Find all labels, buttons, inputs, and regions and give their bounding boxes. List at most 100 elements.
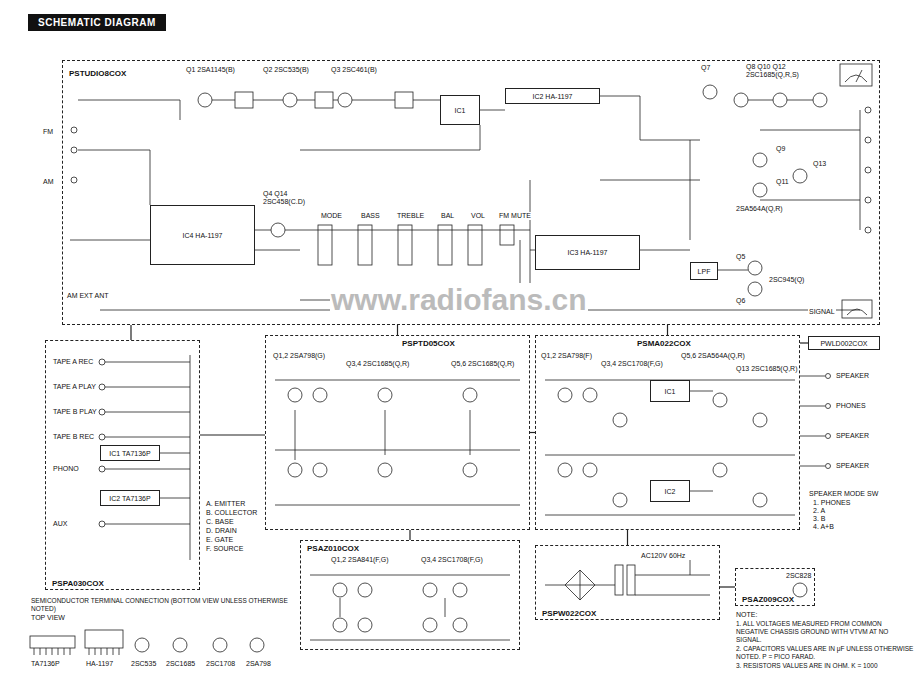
- part-label: Q13: [812, 160, 827, 168]
- speaker-terminal: [826, 464, 831, 469]
- antenna-terminal: [71, 177, 77, 183]
- transistor-symbol: [378, 388, 392, 402]
- signal-meter: [842, 300, 872, 318]
- power-wiring: [545, 560, 710, 600]
- diagram-title: SCHEMATIC DIAGRAM: [28, 14, 166, 31]
- terminal-label: SPEAKER: [835, 372, 870, 380]
- transistor-symbol: [358, 583, 372, 597]
- part-label: 2SA564A(Q,R): [735, 205, 784, 213]
- transformer: [615, 565, 623, 595]
- transistor-symbol: [773, 93, 787, 107]
- control-label: TREBLE: [396, 212, 425, 220]
- transistor-symbol: [558, 388, 572, 402]
- transformer: [627, 565, 635, 595]
- transistor-outline: [135, 638, 149, 652]
- control-label: FM MUTE: [498, 212, 532, 220]
- ic-name: IC2 TA7136P: [108, 494, 151, 503]
- antenna-terminal: [71, 127, 77, 133]
- switch-label: SPEAKER MODE SW: [808, 490, 879, 498]
- part-label: Q1,2 2SA798(G): [272, 352, 326, 360]
- ic-block: IC2: [650, 480, 690, 502]
- transistor-symbol: [703, 85, 717, 99]
- pin-label: AM: [42, 178, 55, 186]
- switch-symbol: [358, 225, 372, 265]
- note-text: 3. RESISTORS VALUES ARE IN OHM. K = 1000: [735, 662, 915, 670]
- part-label: 2SC1685(Q,R,S): [745, 71, 800, 79]
- tone-wiring: [275, 380, 520, 505]
- board-name: PSPW022COX: [541, 609, 597, 618]
- board-name: PSMA022COX: [636, 339, 692, 348]
- board-connector: [800, 342, 808, 343]
- ic-name: IC3 HA-1197: [567, 248, 609, 257]
- if-can: [395, 92, 413, 108]
- part-label: Q8 Q10 Q12: [745, 63, 787, 71]
- transistor-symbol: [753, 493, 767, 507]
- part-label: Q13 2SC1685(Q,R): [735, 365, 798, 373]
- switch-symbol: [318, 225, 332, 265]
- ic-outline: [30, 636, 75, 648]
- input-jack: [99, 384, 105, 390]
- ic-name: IC4 HA-1197: [182, 231, 224, 240]
- ic-name: LPF: [697, 267, 712, 276]
- terminal-label: SPEAKER: [835, 432, 870, 440]
- transistor-symbol: [813, 93, 827, 107]
- board-name: PSPTD05COX: [401, 339, 456, 348]
- device-label: 2SC1685: [165, 660, 196, 668]
- pin-label: AM EXT ANT: [66, 292, 110, 300]
- device-label: 2SC1708: [205, 660, 236, 668]
- board-connector: [409, 530, 410, 540]
- transistor-symbol: [423, 583, 437, 597]
- tuning-meter: [840, 64, 872, 86]
- pin-legend: B. COLLECTOR: [205, 509, 258, 517]
- transistor-symbol: [333, 618, 347, 632]
- board-name: PSAZ010COX: [306, 544, 360, 553]
- view-label: TOP VIEW: [30, 614, 66, 622]
- ic-block: IC2 HA-1197: [505, 88, 600, 104]
- transistor-symbol: [463, 388, 477, 402]
- part-label: Q11: [775, 178, 790, 186]
- note-text: 1. ALL VOLTAGES MEASURED FROM COMMON NEG…: [735, 620, 915, 644]
- part-label: 2SC828: [785, 572, 812, 580]
- ic-block: IC1: [650, 380, 690, 402]
- part-label: Q5,6 2SC1685(Q,R): [450, 360, 515, 368]
- pin-legend: E. GATE: [205, 536, 234, 544]
- part-label: Q2 2SC535(B): [262, 66, 310, 74]
- antenna-terminal: [71, 147, 77, 153]
- bridge-rectifier: [565, 570, 595, 600]
- ic-name: IC2: [664, 487, 677, 496]
- switch-label: 1. PHONES: [812, 499, 851, 507]
- transistor-symbol: [583, 388, 597, 402]
- transistor-outline: [250, 638, 264, 652]
- amp-wiring: [545, 376, 825, 515]
- control-label: BASS: [360, 212, 381, 220]
- part-label: Q3,4 2SC1708(F,G): [600, 360, 664, 368]
- ic-block: IC2 TA7136P: [100, 490, 160, 506]
- part-label: 2SC458(C.D): [262, 198, 306, 206]
- board-name: PSTUDIO8COX: [68, 69, 127, 78]
- note-heading: NOTE:: [735, 611, 758, 619]
- pin-label: FM: [42, 128, 54, 136]
- ic-name: IC1 TA7136P: [108, 449, 151, 458]
- switch-symbol: [468, 225, 482, 265]
- ic-pins: [34, 648, 70, 655]
- terminal: [865, 167, 871, 173]
- ic-name: IC2 HA-1197: [532, 92, 574, 101]
- terminal-label: SPEAKER: [835, 462, 870, 470]
- transistor-symbol: [423, 618, 437, 632]
- transistor-outline: [173, 638, 187, 652]
- board-connector: [200, 434, 265, 435]
- part-label: Q5,6 2SA564A(Q,R): [680, 352, 746, 360]
- input-jack: [99, 409, 105, 415]
- transistor-symbol: [793, 583, 807, 597]
- part-label: Q3 2SC461(B): [330, 66, 378, 74]
- ic-pins: [89, 648, 119, 655]
- ic-block: IC4 HA-1197: [150, 205, 255, 265]
- pin-legend: C. BASE: [205, 518, 235, 526]
- ic-name: IC1: [454, 106, 467, 115]
- note-text: 2. CAPACITORS VALUES ARE IN μF UNLESS OT…: [735, 645, 915, 661]
- protect-wiring: [310, 575, 510, 640]
- ic-block: PWLD002COX: [808, 336, 880, 350]
